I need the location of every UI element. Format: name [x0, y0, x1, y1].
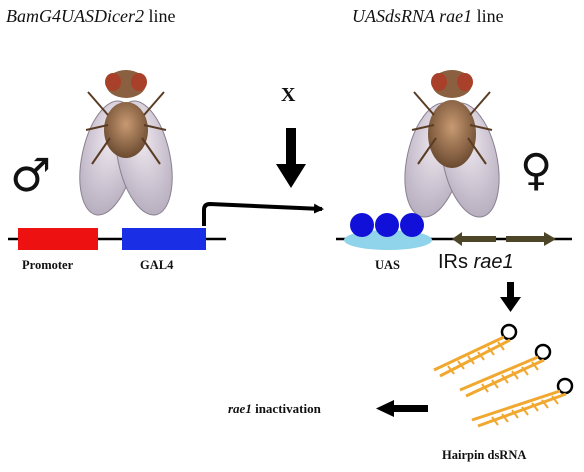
uas-element — [344, 213, 432, 250]
uas-label: UAS — [375, 258, 401, 272]
cross-arrow — [276, 128, 306, 188]
transactivation-arrow — [202, 201, 324, 226]
hairpin-dsrna-1 — [433, 323, 518, 378]
female-symbol: ♀ — [520, 145, 553, 196]
outcome-label: rae1 inactivation — [228, 401, 321, 416]
promoter-box — [18, 228, 98, 250]
promoter-label: Promoter — [22, 258, 74, 272]
gal4-box — [122, 228, 206, 250]
inactivation-arrow — [376, 400, 428, 417]
female-fly-illustration — [404, 70, 500, 218]
male-symbol: ♂ — [10, 148, 52, 202]
hairpin-dsrna-2 — [459, 343, 552, 398]
expression-arrow — [500, 282, 521, 312]
hairpin-dsrna-3 — [471, 377, 574, 428]
right-line-title: UASdsRNA rae1 line — [352, 6, 504, 26]
cross-label: X — [281, 84, 296, 106]
inverted-repeats — [452, 232, 556, 246]
hairpin-label: Hairpin dsRNA — [442, 448, 527, 462]
gal4-label: GAL4 — [140, 258, 174, 272]
left-line-title: BamG4UASDicer2 line — [6, 6, 176, 26]
irs-label: IRs rae1 — [438, 251, 514, 273]
male-fly-illustration — [79, 70, 173, 216]
